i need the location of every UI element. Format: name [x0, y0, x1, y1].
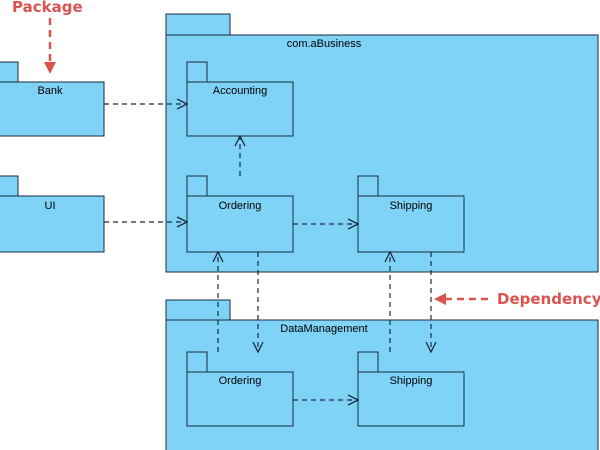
package-accounting[interactable]: Accounting: [186, 61, 294, 137]
annotation-dependency-label: Dependency: [497, 290, 600, 308]
annotation-package-label: Package: [12, 0, 83, 16]
package-ui-label: UI: [45, 200, 56, 212]
package-ordering-data[interactable]: Ordering: [186, 351, 294, 427]
package-shipping-business-label: Shipping: [390, 200, 433, 212]
package-ordering-data-label: Ordering: [219, 375, 262, 387]
package-bank[interactable]: Bank: [0, 61, 105, 137]
package-accounting-label: Accounting: [213, 85, 267, 97]
package-shipping-data-label: Shipping: [390, 375, 433, 387]
package-ordering-business-label: Ordering: [219, 200, 262, 212]
package-shipping-business[interactable]: Shipping: [357, 175, 465, 253]
package-bank-label: Bank: [37, 85, 63, 97]
package-ui[interactable]: UI: [0, 175, 105, 253]
package-data-management-label: DataManagement: [280, 323, 367, 335]
package-com-abusiness-label: com.aBusiness: [287, 38, 362, 50]
package-shipping-data[interactable]: Shipping: [357, 351, 465, 427]
